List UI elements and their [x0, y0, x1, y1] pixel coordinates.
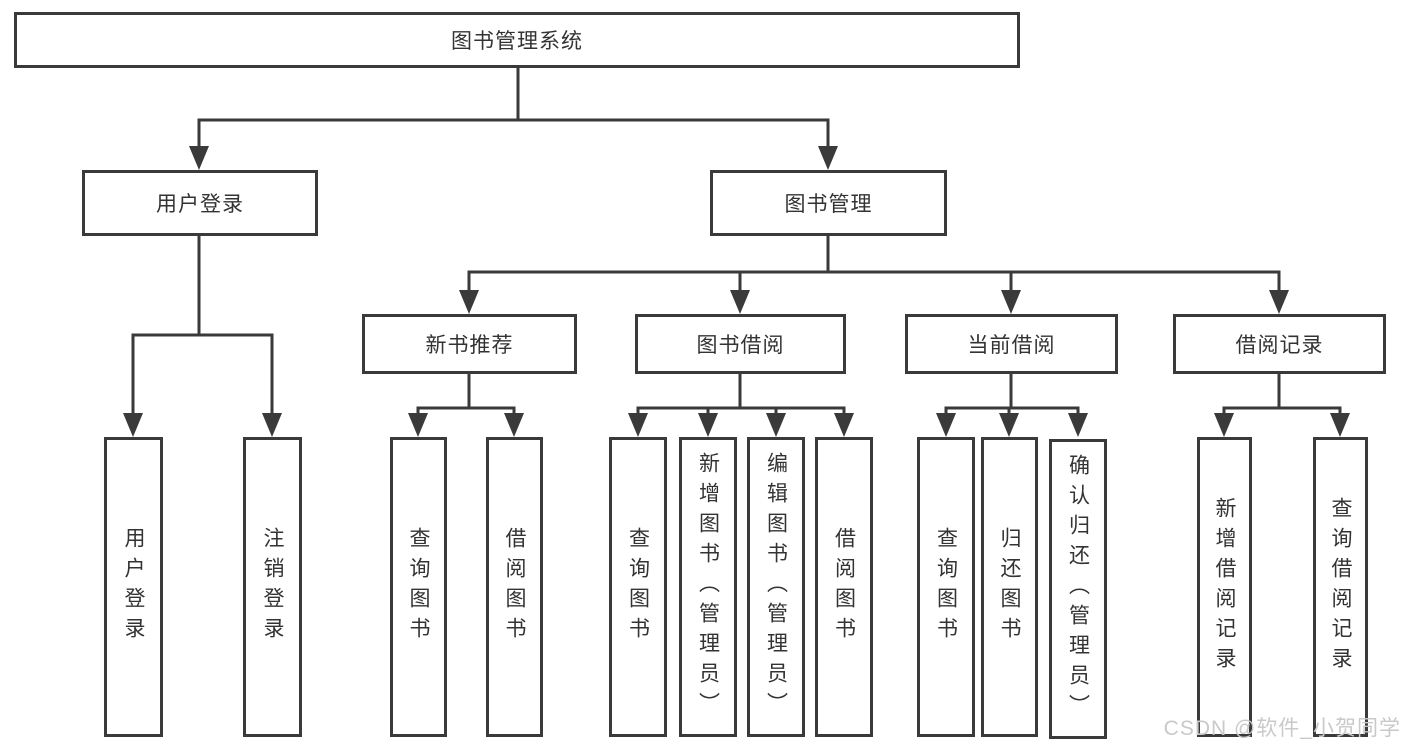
node-label: 新书推荐 — [425, 334, 514, 357]
node-library-system: 图书管理系统 — [14, 12, 1020, 68]
node-leaf-edit-books-admin: 编辑图书（管理员） — [747, 437, 805, 737]
node-book-borrowing: 图书借阅 — [635, 314, 846, 374]
node-label: 借阅记录 — [1235, 334, 1324, 357]
node-label: 当前借阅 — [967, 334, 1056, 357]
node-leaf-query-borrow-record: 查询借阅记录 — [1313, 437, 1368, 737]
node-leaf-add-borrow-record: 新增借阅记录 — [1197, 437, 1252, 737]
node-borrowing-records: 借阅记录 — [1173, 314, 1386, 374]
node-leaf-query-books-1: 查询图书 — [390, 437, 447, 737]
node-label: 图书借阅 — [696, 334, 785, 357]
node-label: 借阅图书 — [832, 527, 856, 647]
node-label: 图书管理系统 — [451, 30, 583, 53]
node-leaf-borrow-books-1: 借阅图书 — [486, 437, 543, 737]
node-label: 查询图书 — [626, 527, 650, 647]
node-label: 查询借阅记录 — [1329, 497, 1352, 677]
node-label: 借阅图书 — [503, 527, 526, 647]
node-label: 用户登录 — [122, 527, 145, 647]
node-leaf-user-login: 用户登录 — [104, 437, 163, 737]
node-user-login-branch: 用户登录 — [82, 170, 318, 236]
node-leaf-query-books-3: 查询图书 — [917, 437, 975, 737]
node-book-management: 图书管理 — [710, 170, 947, 236]
node-leaf-query-books-2: 查询图书 — [609, 437, 667, 737]
node-leaf-borrow-books-2: 借阅图书 — [815, 437, 873, 737]
node-label: 查询图书 — [934, 527, 958, 647]
node-leaf-return-books: 归还图书 — [981, 437, 1038, 737]
node-label: 确认归还（管理员） — [1066, 454, 1090, 724]
node-label: 查询图书 — [407, 527, 430, 647]
node-label: 注销登录 — [261, 527, 284, 647]
node-label: 图书管理 — [784, 193, 873, 216]
node-label: 新增借阅记录 — [1213, 497, 1236, 677]
node-new-book-recommend: 新书推荐 — [362, 314, 577, 374]
node-label: 编辑图书（管理员） — [764, 452, 788, 722]
node-current-borrowing: 当前借阅 — [905, 314, 1118, 374]
node-label: 用户登录 — [156, 193, 244, 216]
node-leaf-add-books-admin: 新增图书（管理员） — [679, 437, 737, 737]
watermark: CSDN @软件_小贺同学 — [1163, 717, 1401, 740]
node-label: 归还图书 — [998, 527, 1021, 647]
node-label: 新增图书（管理员） — [696, 452, 720, 722]
node-leaf-confirm-return-admin: 确认归还（管理员） — [1049, 439, 1107, 739]
node-leaf-logout: 注销登录 — [243, 437, 302, 737]
